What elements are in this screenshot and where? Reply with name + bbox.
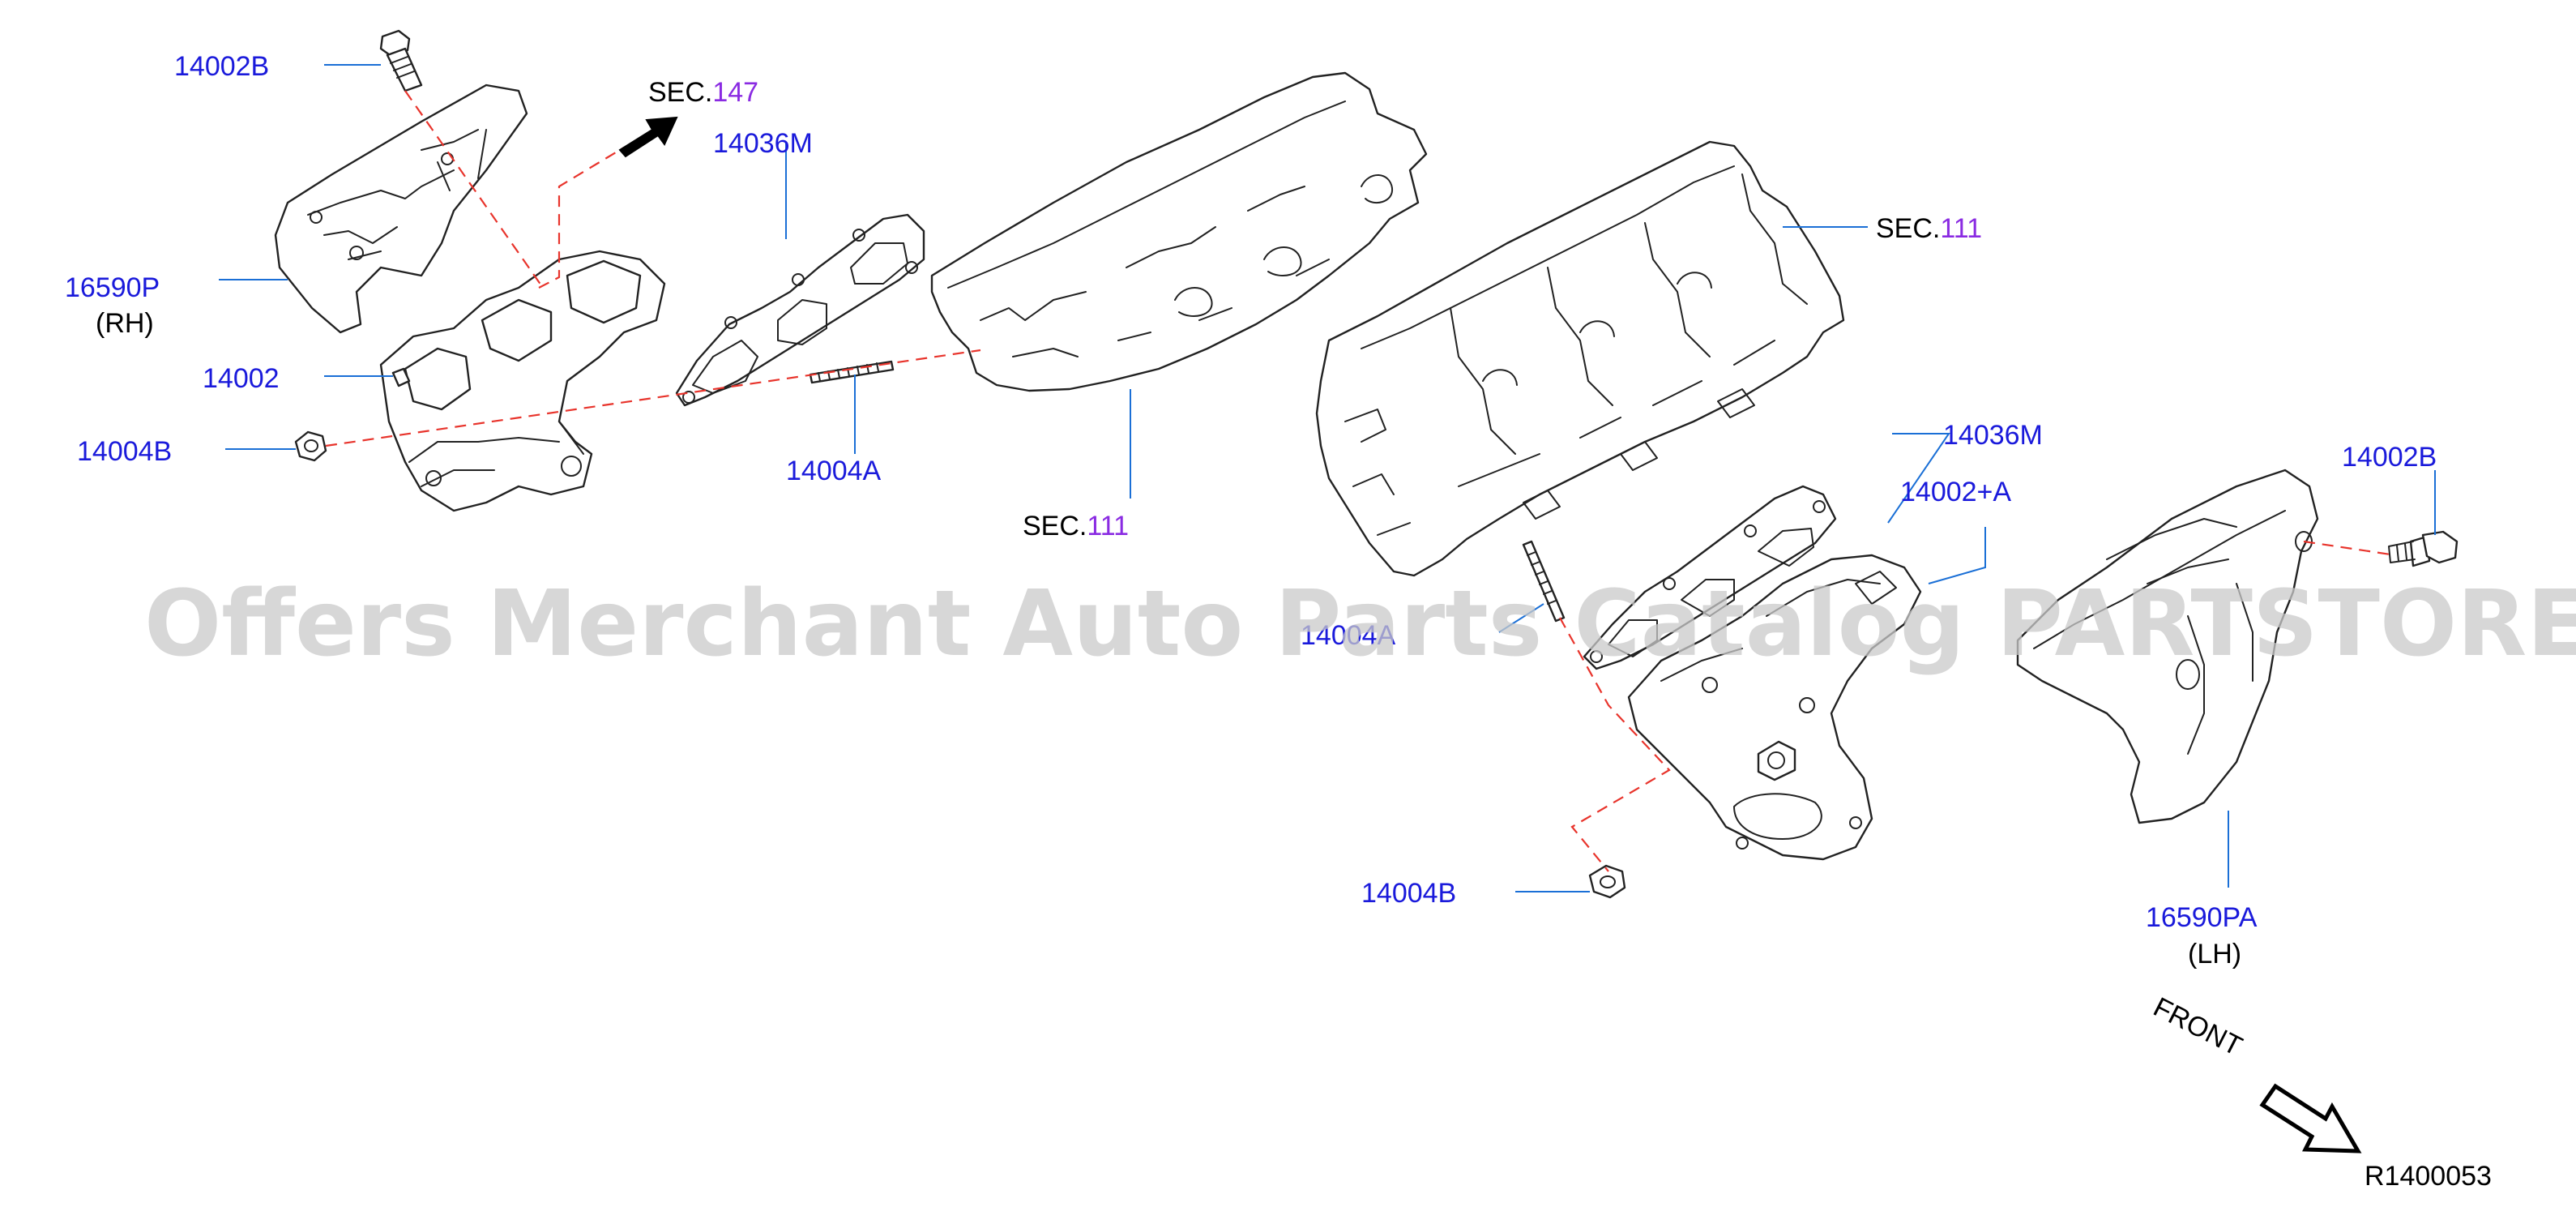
stud-14004a-lh	[1522, 540, 1566, 623]
labels: 14002B SEC.147 14036M 16590P (RH) 14002 …	[65, 51, 2492, 1192]
label-16590p[interactable]: 16590P	[65, 272, 160, 303]
heat-shield-rh	[274, 83, 528, 334]
diagram-code: R1400053	[2365, 1161, 2492, 1192]
label-14002a[interactable]: 14002+A	[1900, 477, 2011, 507]
leader-lines	[219, 64, 2436, 892]
cylinder-head-rh	[930, 71, 1428, 392]
label-14002b-rh[interactable]: 14002B	[174, 51, 269, 82]
label-14004b-rh[interactable]: 14004B	[77, 436, 172, 467]
label-lh: (LH)	[2188, 939, 2241, 969]
exhaust-manifold-rh	[379, 250, 666, 512]
dashed-guides	[325, 90, 2391, 872]
bolt-14002b-rh	[379, 29, 423, 92]
front-arrow-icon	[2259, 1083, 2362, 1153]
cylinder-block-lh	[1315, 140, 1845, 577]
label-14036m-rh[interactable]: 14036M	[713, 128, 813, 159]
label-sec111-rh[interactable]: SEC.111	[1023, 511, 1129, 541]
nut-14004b-lh	[1588, 864, 1626, 899]
bolt-14002b-lh	[2388, 530, 2459, 567]
watermark: Offers Merchant Auto Parts Catalog PARTS…	[144, 571, 2576, 677]
label-14002b-lh[interactable]: 14002B	[2342, 442, 2437, 473]
label-14004b-lh[interactable]: 14004B	[1361, 878, 1456, 909]
label-14004a-lh[interactable]: 14004A	[1301, 620, 1396, 651]
front-label: FRONT	[2148, 991, 2247, 1062]
section-arrow-icon	[618, 116, 678, 158]
label-sec111-lh[interactable]: SEC.111	[1876, 213, 1982, 244]
stud-14004a-rh	[809, 360, 895, 384]
label-14002[interactable]: 14002	[203, 363, 280, 394]
label-sec147[interactable]: SEC.147	[648, 77, 758, 108]
exhaust-manifold-lh	[1627, 554, 1922, 861]
nut-14004b-rh	[294, 430, 327, 462]
heat-shield-lh	[2016, 469, 2319, 824]
label-14036m-lh[interactable]: 14036M	[1943, 420, 2043, 451]
label-rh: (RH)	[96, 308, 154, 339]
gasket-14036m-rh	[675, 213, 925, 407]
label-16590pa[interactable]: 16590PA	[2146, 902, 2258, 933]
gasket-14036m-lh	[1583, 485, 1837, 670]
label-14004a-rh[interactable]: 14004A	[786, 456, 882, 486]
